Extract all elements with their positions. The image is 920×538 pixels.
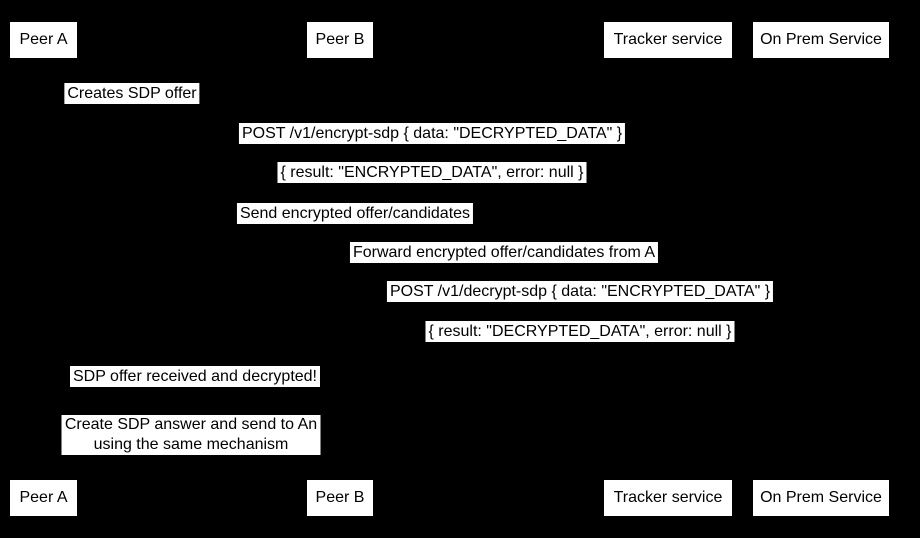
message-forward-encrypted-offer: Forward encrypted offer/candidates from …	[349, 242, 659, 263]
message-decrypt-sdp-response: { result: "DECRYPTED_DATA", error: null …	[425, 321, 735, 342]
note-sdp-offer-received: SDP offer received and decrypted!	[70, 366, 320, 387]
note-creates-sdp-offer: Creates SDP offer	[64, 83, 200, 104]
participant-peer-a-top: Peer A	[10, 22, 77, 58]
note-create-sdp-answer-line1: Create SDP answer and send to An	[64, 416, 318, 433]
lifeline-peer-b	[340, 58, 341, 480]
participant-peer-b-top: Peer B	[307, 22, 373, 58]
lifeline-on-prem-service	[821, 58, 822, 480]
participant-tracker-service-bottom: Tracker service	[604, 480, 732, 516]
note-create-sdp-answer-line2: using the same mechanism	[93, 436, 289, 453]
lifeline-tracker-service	[667, 58, 668, 480]
message-encrypt-sdp-response: { result: "ENCRYPTED_DATA", error: null …	[277, 162, 587, 183]
message-send-encrypted-offer: Send encrypted offer/candidates	[236, 203, 474, 224]
note-create-sdp-answer: Create SDP answer and send to An using t…	[61, 415, 321, 455]
participant-on-prem-service-bottom: On Prem Service	[753, 480, 889, 516]
participant-peer-a-bottom: Peer A	[10, 480, 77, 516]
participant-on-prem-service-top: On Prem Service	[753, 22, 889, 58]
message-encrypt-sdp-request: POST /v1/encrypt-sdp { data: "DECRYPTED_…	[238, 123, 626, 144]
message-decrypt-sdp-request: POST /v1/decrypt-sdp { data: "ENCRYPTED_…	[386, 281, 774, 302]
participant-tracker-service-top: Tracker service	[604, 22, 732, 58]
lifeline-peer-a	[43, 58, 44, 480]
participant-peer-b-bottom: Peer B	[307, 480, 373, 516]
